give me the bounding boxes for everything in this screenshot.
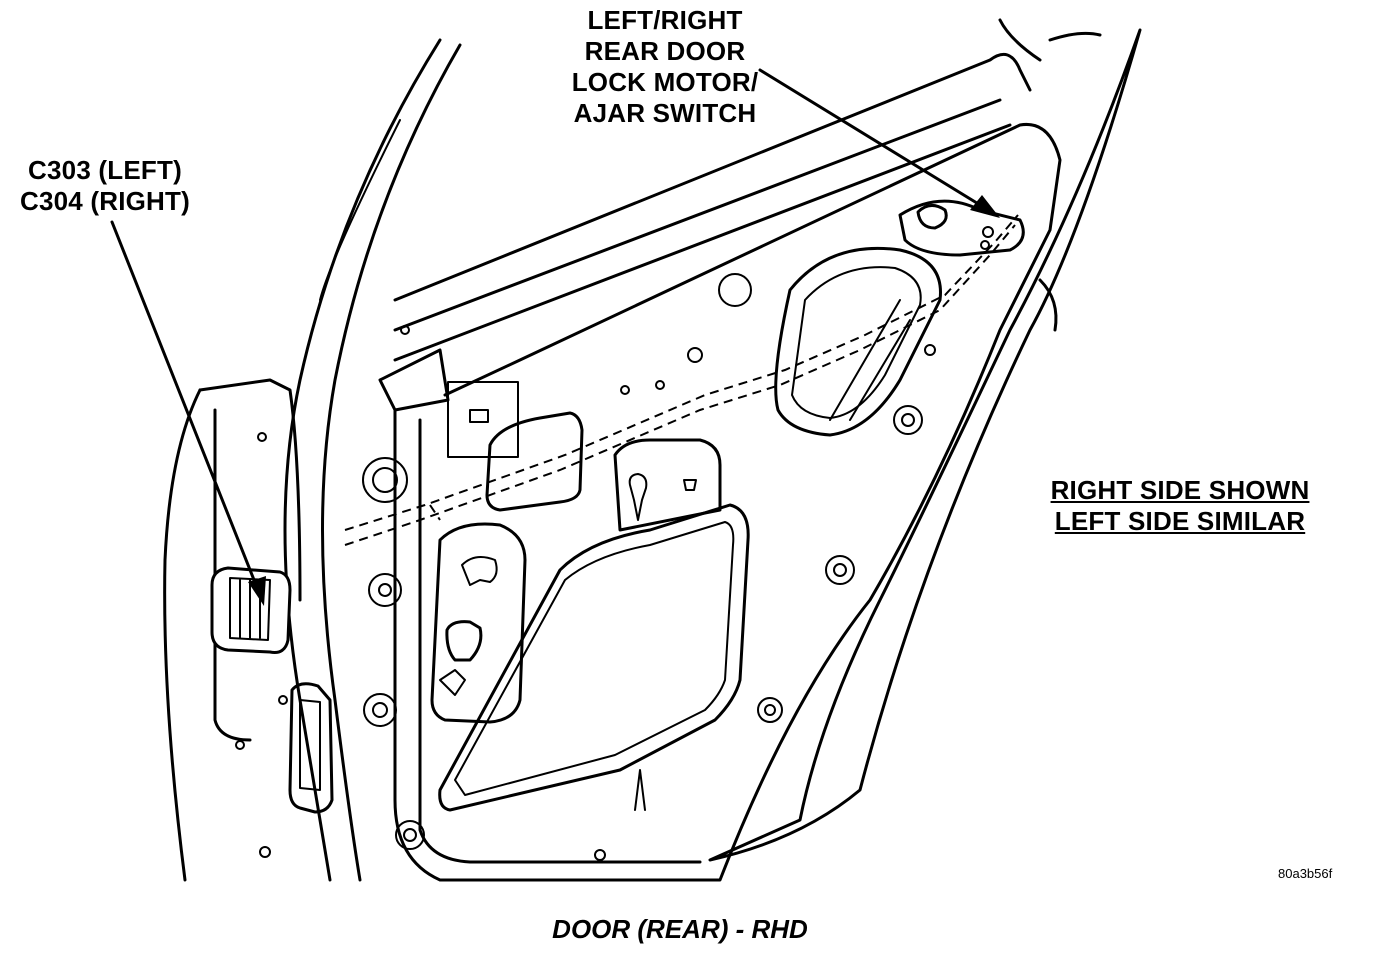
side-note-line-2: LEFT SIDE SIMILAR: [1054, 506, 1306, 536]
lock-motor-callout-line-2: REAR DOOR: [584, 36, 746, 66]
left-slot-recess: [430, 522, 527, 724]
b-pillar: [163, 38, 462, 882]
connector-callout: C303 (LEFT) C304 (RIGHT): [0, 155, 210, 217]
side-note-line-1: RIGHT SIDE SHOWN: [1050, 475, 1310, 505]
lock-motor-callout-line-4: AJAR SWITCH: [573, 98, 757, 128]
side-note: RIGHT SIDE SHOWN LEFT SIDE SIMILAR: [1020, 475, 1340, 537]
lock-motor-arrowhead: [970, 195, 1000, 218]
keyhole-recess: [613, 438, 722, 532]
access-hole-upper: [774, 246, 942, 437]
connector-arrowhead: [248, 576, 266, 606]
leader-arrows: [110, 68, 1000, 606]
figure-caption: DOOR (REAR) - RHD: [552, 914, 808, 944]
connector-leader-line: [110, 220, 260, 592]
lock-motor-callout-line-3: LOCK MOTOR/: [571, 67, 759, 97]
connector-callout-line-1: C303 (LEFT): [28, 155, 182, 185]
lock-motor-area: [898, 199, 1025, 257]
wiring-harness: [344, 214, 1019, 546]
access-hole-lower: [438, 503, 750, 812]
inner-door-panel: [393, 28, 1142, 882]
mounting-holes: [362, 273, 936, 861]
inner-handle-pocket: [288, 682, 334, 814]
connector-callout-line-2: C304 (RIGHT): [20, 186, 190, 216]
lock-motor-callout: LEFT/RIGHT REAR DOOR LOCK MOTOR/ AJAR SW…: [540, 5, 790, 129]
window-belt-rail: [378, 18, 1102, 412]
mounting-pad: [447, 381, 584, 512]
lock-motor-leader-line: [758, 68, 987, 210]
figure-id: 80a3b56f: [1278, 866, 1333, 881]
lock-motor-callout-line-1: LEFT/RIGHT: [587, 5, 743, 35]
connector-c303-c304: [210, 566, 292, 654]
